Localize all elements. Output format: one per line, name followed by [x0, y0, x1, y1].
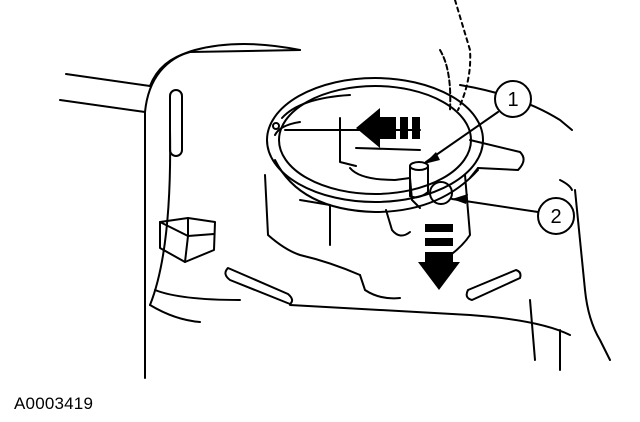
fuel-hose	[439, 0, 472, 111]
locating-tab	[159, 217, 216, 263]
alignment-pin	[409, 161, 429, 199]
lift-direction-arrow	[418, 224, 460, 290]
leader-arrowhead-2	[452, 194, 468, 204]
pump-module-body	[272, 117, 421, 209]
rotate-direction-arrow	[356, 108, 420, 148]
callout-1: 1	[494, 80, 532, 118]
leader-line-1	[425, 111, 499, 163]
mounting-slot-left	[224, 267, 294, 305]
alignment-hole	[429, 181, 453, 205]
figure-id: A0003419	[14, 394, 94, 413]
callout-2-label: 2	[550, 206, 561, 228]
mounting-bracket	[59, 49, 301, 113]
lock-ring	[264, 77, 484, 300]
callout-1-label: 1	[507, 89, 518, 111]
mounting-slot-vertical	[169, 89, 183, 157]
mounting-slot-right	[465, 269, 522, 301]
tank-flange-plate	[144, 43, 611, 379]
callout-2: 2	[537, 197, 575, 235]
leader-arrowhead-1	[424, 152, 440, 164]
